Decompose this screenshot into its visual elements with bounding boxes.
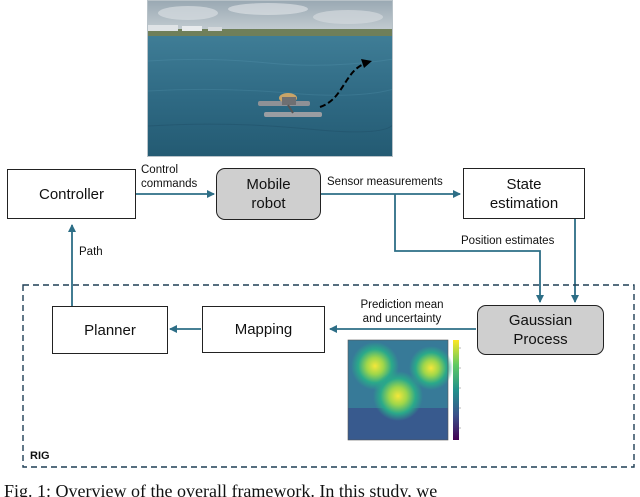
position-estimates-label: Position estimates <box>461 235 555 247</box>
mapping-box: Mapping <box>202 306 325 353</box>
sensor-measurements-label: Sensor measurements <box>327 176 443 188</box>
rig-region-border <box>22 284 635 468</box>
mobile-robot-box: Mobile robot <box>216 168 321 220</box>
path-label: Path <box>79 246 103 258</box>
gaussian-process-box: Gaussian Process <box>477 305 604 355</box>
planner-box: Planner <box>52 306 168 354</box>
figure-caption: Fig. 1: Overview of the overall framewor… <box>4 481 438 497</box>
gp-prediction-heatmap <box>343 338 467 445</box>
simulation-scene-image <box>147 0 393 157</box>
control-commands-label: Control commands <box>141 164 198 190</box>
rig-label: RIG <box>30 450 50 462</box>
prediction-label: Prediction mean and uncertainty <box>360 299 444 325</box>
arrow-sensor-to-gp <box>394 194 544 303</box>
diagram-connectors <box>22 190 635 468</box>
controller-box: Controller <box>7 169 136 219</box>
scene-illustration <box>148 1 392 156</box>
state-estimation-box: State estimation <box>463 168 585 219</box>
